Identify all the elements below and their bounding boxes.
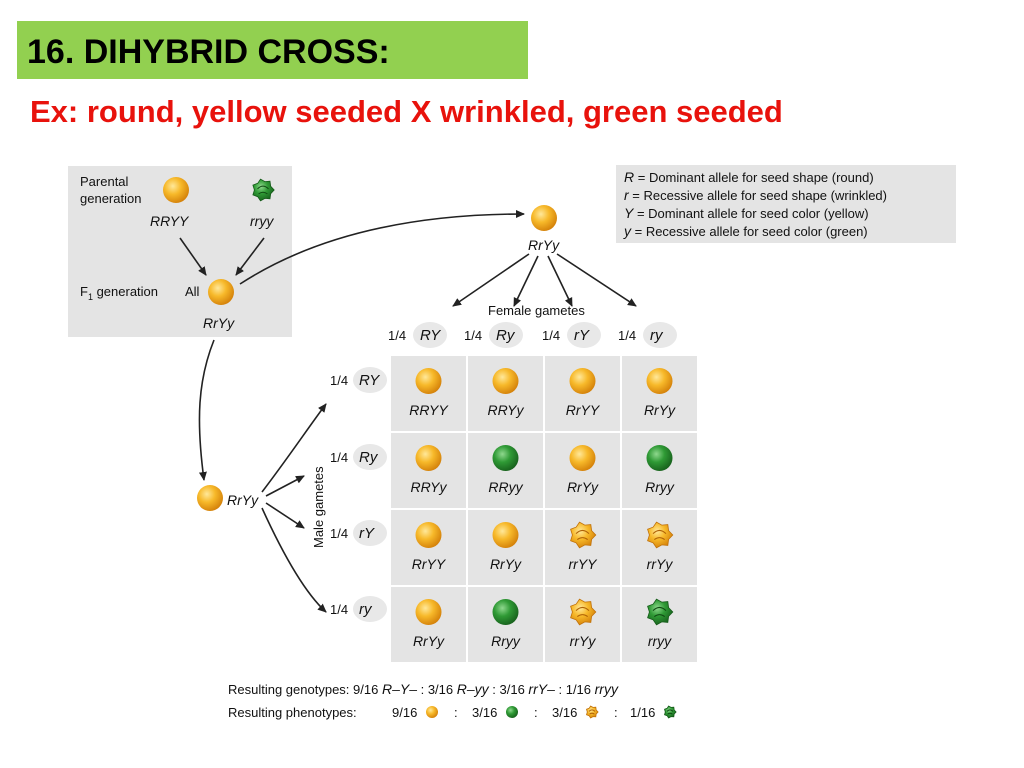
female-genotype: RrYy xyxy=(528,237,560,253)
female-gamete-freq: 1/4 xyxy=(542,328,560,343)
punnett-genotype: RRYY xyxy=(409,402,449,418)
phenotype-separator: : xyxy=(534,705,538,720)
male-parent-seed-icon xyxy=(197,485,223,511)
female-gamete-3: 1/4 rY xyxy=(542,322,601,348)
male-gamete-2: 1/4 Ry xyxy=(330,444,387,470)
female-gametes-row: 1/4 RY 1/4 Ry 1/4 rY 1/4 ry xyxy=(388,322,677,348)
seed-round-yellow-icon xyxy=(493,522,519,548)
arrow-female-gamete-2 xyxy=(514,256,538,306)
seed-round-yellow-icon xyxy=(416,368,442,394)
male-gamete-3: 1/4 rY xyxy=(330,520,387,546)
female-gamete-1: 1/4 RY xyxy=(388,322,447,348)
parental-label: Parental xyxy=(80,174,129,189)
seed-round-green-icon xyxy=(493,445,519,471)
punnett-genotype: rrYy xyxy=(647,556,674,572)
seed-round-yellow-icon xyxy=(647,368,673,394)
seed-round-yellow-icon xyxy=(570,445,596,471)
punnett-genotype: rryy xyxy=(648,633,672,649)
f1-genotype: RrYy xyxy=(203,315,235,331)
legend-entry-Y: Y = Dominant allele for seed color (yell… xyxy=(624,205,869,221)
resulting-phenotypes: Resulting phenotypes: xyxy=(228,705,357,720)
phenotype-round-green-icon xyxy=(506,706,518,718)
punnett-genotype: RrYY xyxy=(412,556,447,572)
male-gamete-freq: 1/4 xyxy=(330,602,348,617)
generation-label: generation xyxy=(80,191,141,206)
legend-entry-y: y = Recessive allele for seed color (gre… xyxy=(623,223,868,239)
arrow-male-gamete-3 xyxy=(266,503,304,528)
punnett-genotype: rrYy xyxy=(570,633,597,649)
male-gamete-allele: RY xyxy=(359,372,380,389)
phenotype-ratio: 3/16 xyxy=(472,705,497,720)
f1-seed-icon xyxy=(208,279,234,305)
male-gamete-1: 1/4 RY xyxy=(330,367,387,393)
punnett-genotype: Rryy xyxy=(491,633,521,649)
punnett-genotype: RrYy xyxy=(644,402,676,418)
seed-round-yellow-icon xyxy=(493,368,519,394)
seed-round-yellow-icon xyxy=(416,522,442,548)
punnett-genotype: RRyy xyxy=(488,479,523,495)
phenotype-round-yellow-icon xyxy=(426,706,438,718)
male-gamete-freq: 1/4 xyxy=(330,526,348,541)
female-parent-seed-icon xyxy=(531,205,557,231)
arrow-f1-to-male xyxy=(199,340,214,480)
seed-round-yellow-icon xyxy=(570,368,596,394)
phenotype-separator: : xyxy=(614,705,618,720)
phenotype-separator: : xyxy=(454,705,458,720)
phenotype-wrinkled-yellow-icon xyxy=(587,706,599,718)
female-gamete-freq: 1/4 xyxy=(618,328,636,343)
male-gamete-4: 1/4 ry xyxy=(330,596,387,622)
male-gamete-freq: 1/4 xyxy=(330,450,348,465)
punnett-genotype: RrYY xyxy=(566,402,601,418)
female-gamete-allele: ry xyxy=(650,327,664,344)
male-gamete-allele: Ry xyxy=(359,449,379,466)
female-gamete-4: 1/4 ry xyxy=(618,322,677,348)
f1-all-label: All xyxy=(185,284,200,299)
legend-entry-R: R = Dominant allele for seed shape (roun… xyxy=(624,169,874,185)
parent1-genotype: RRYY xyxy=(150,213,190,229)
female-gamete-allele: Ry xyxy=(496,327,516,344)
seed-round-yellow-icon xyxy=(416,445,442,471)
phenotype-ratio: 1/16 xyxy=(630,705,655,720)
seed-round-green-icon xyxy=(647,445,673,471)
female-gamete-allele: rY xyxy=(574,327,590,344)
female-gamete-freq: 1/4 xyxy=(464,328,482,343)
punnett-genotype: RrYy xyxy=(567,479,599,495)
female-gamete-allele: RY xyxy=(420,327,441,344)
male-genotype: RrYy xyxy=(227,492,259,508)
male-gamete-freq: 1/4 xyxy=(330,373,348,388)
seed-round-green-icon xyxy=(493,599,519,625)
punnett-genotype: RRYy xyxy=(410,479,447,495)
phenotype-ratio: 9/16 xyxy=(392,705,417,720)
resulting-genotypes: Resulting genotypes: 9/16 R–Y– : 3/16 R–… xyxy=(228,681,619,697)
parent1-seed-icon xyxy=(163,177,189,203)
male-gametes-label: Male gametes xyxy=(311,466,326,548)
results-summary: Resulting genotypes: 9/16 R–Y– : 3/16 R–… xyxy=(228,681,676,720)
phenotype-wrinkled-green-icon xyxy=(665,706,677,718)
legend-entry-r: r = Recessive allele for seed shape (wri… xyxy=(624,187,887,203)
parent2-genotype: rryy xyxy=(250,213,274,229)
punnett-genotype: Rryy xyxy=(645,479,675,495)
punnett-genotype: RRYy xyxy=(487,402,524,418)
female-gamete-2: 1/4 Ry xyxy=(464,322,523,348)
male-gamete-allele: ry xyxy=(359,601,373,618)
phenotype-ratio: 3/16 xyxy=(552,705,577,720)
seed-round-yellow-icon xyxy=(416,599,442,625)
punnett-genotype: rrYY xyxy=(569,556,599,572)
female-gamete-freq: 1/4 xyxy=(388,328,406,343)
punnett-genotype: RrYy xyxy=(413,633,445,649)
arrow-female-gamete-3 xyxy=(548,256,572,306)
male-gamete-allele: rY xyxy=(359,525,375,542)
punnett-genotype: RrYy xyxy=(490,556,522,572)
female-gametes-label: Female gametes xyxy=(488,303,585,318)
